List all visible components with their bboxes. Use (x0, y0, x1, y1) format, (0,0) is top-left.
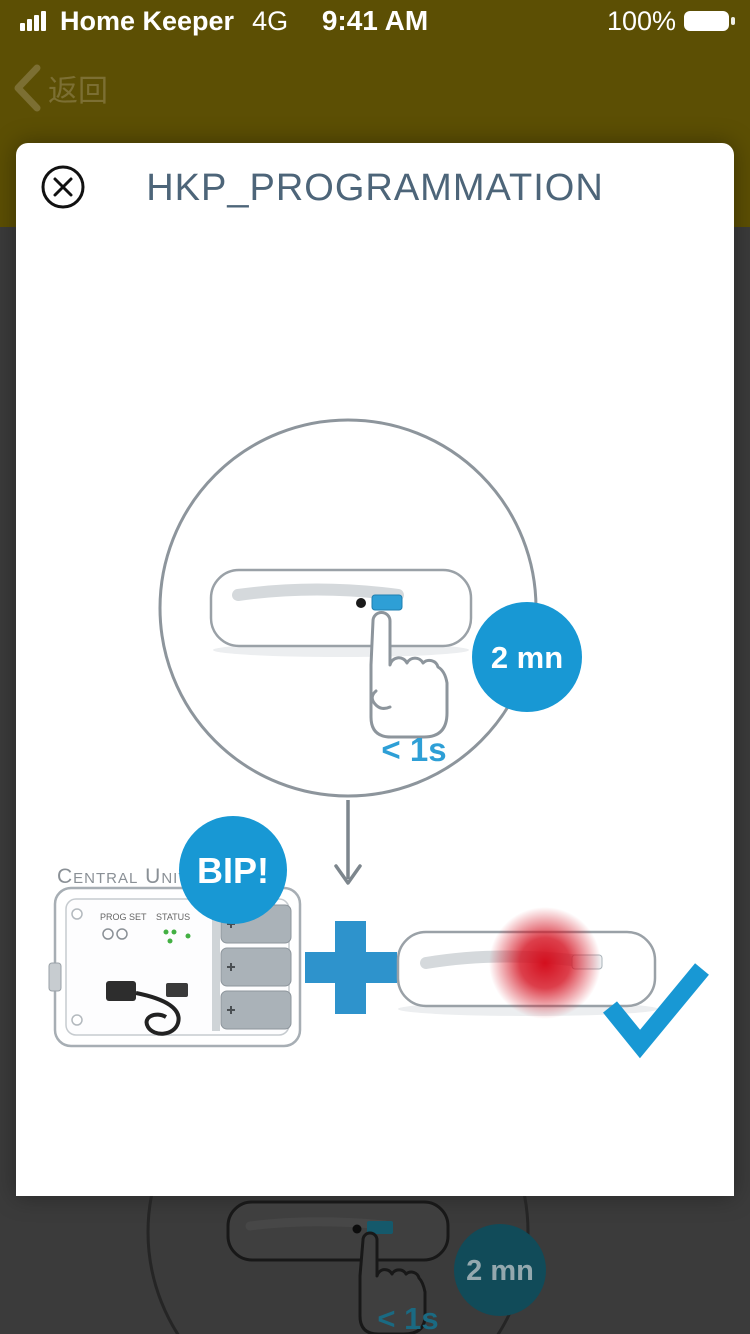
close-button[interactable] (41, 165, 85, 209)
svg-text:2 mn: 2 mn (491, 640, 563, 675)
network-label: 4G (252, 5, 289, 36)
bip-badge: BIP! (179, 816, 287, 924)
dimmed-instruction-circle (146, 1196, 530, 1334)
svg-text:BIP!: BIP! (197, 850, 269, 891)
dimmed-page-content: 2 mn < 1s (146, 1196, 546, 1334)
signal-icon (20, 11, 46, 31)
svg-text:2 mn: 2 mn (466, 1255, 534, 1287)
carrier-label: Home Keeper (60, 5, 235, 36)
dimmed-remote-illustration (226, 1200, 450, 1262)
programming-modal: < 1s 2 mn Central Unit (16, 143, 734, 1196)
plus-icon (305, 921, 397, 1014)
remote-illustration (209, 568, 473, 657)
wait-time-badge: 2 mn (472, 602, 582, 712)
down-arrow-icon (334, 800, 362, 885)
success-check-icon (603, 963, 709, 1059)
battery-icon (684, 11, 735, 31)
dimmed-press-duration-label: < 1s (377, 1301, 438, 1334)
central-unit-prog-label: PROG SET (100, 912, 147, 922)
paired-remote-illustration (396, 907, 658, 1019)
modal-title: HKP_PROGRAMMATION (146, 167, 604, 209)
tap-hand-icon (369, 611, 449, 739)
central-unit-status-label: STATUS (156, 912, 190, 922)
press-duration-label: < 1s (381, 731, 446, 768)
central-unit-illustration: PROG SET STATUS (48, 886, 302, 1048)
back-button[interactable]: 返回 (10, 42, 108, 134)
back-label: 返回 (48, 75, 108, 108)
remote-led-dot (356, 598, 366, 608)
dimmed-tap-hand-icon (358, 1231, 427, 1334)
close-icon (53, 177, 73, 197)
dimmed-wait-time-badge: 2 mn (454, 1224, 546, 1316)
back-chevron-icon (14, 64, 41, 112)
status-bar: Home Keeper 4G 9:41 AM 100% (0, 0, 750, 42)
battery-percent-label: 100% (606, 5, 676, 36)
central-unit-label: Central Unit (57, 865, 189, 888)
led-glow (489, 907, 601, 1019)
remote-prog-button (371, 594, 403, 611)
programming-instructions-illustration: < 1s 2 mn Central Unit (48, 418, 709, 1059)
